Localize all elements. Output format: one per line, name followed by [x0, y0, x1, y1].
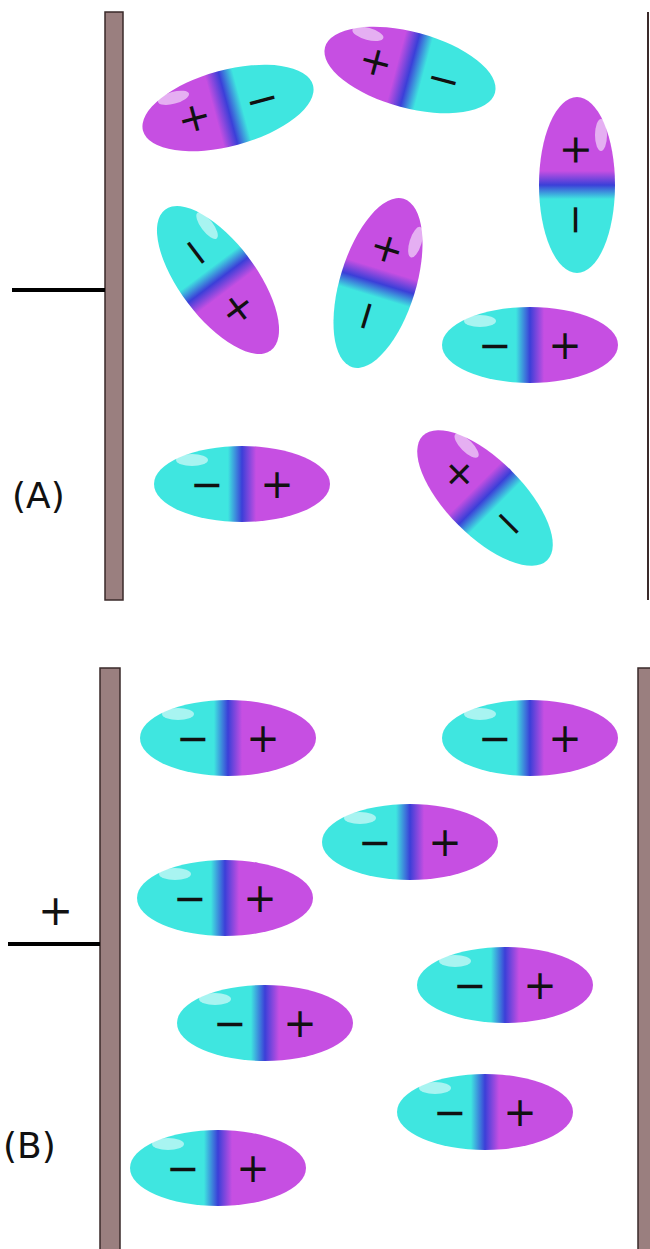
charge-sign: + [510, 945, 570, 1025]
dipole-molecule: −+ [415, 945, 595, 1025]
dipole-shape [152, 444, 332, 524]
dipole-shape [131, 46, 326, 170]
dipole-shape [138, 698, 318, 778]
dipole-shape [440, 698, 620, 778]
dipole-molecule: −+ [395, 1072, 575, 1152]
charge-sign: + [247, 444, 307, 524]
dipole-molecule: +− [313, 185, 442, 381]
dipole-molecule: −+ [138, 698, 318, 778]
dipole-molecule: +− [313, 8, 508, 132]
dipole-shape [415, 945, 595, 1025]
dipole-shape [132, 184, 304, 376]
charge-sign: − [465, 698, 525, 778]
charge-sign: − [160, 858, 220, 938]
dipole-molecule: −+ [132, 184, 304, 376]
charge-sign: + [535, 305, 595, 385]
dipole-shape [313, 185, 442, 381]
charge-sign: − [153, 1128, 213, 1208]
dipole-shape [537, 95, 617, 275]
charge-sign: − [200, 983, 260, 1063]
right-plate-a [647, 12, 649, 600]
dipole-shape [393, 406, 577, 590]
lead-wire-a [12, 288, 105, 292]
dipole-shape [135, 858, 315, 938]
dipole-shape [440, 305, 620, 385]
dipole-shape [313, 8, 508, 132]
charge-sign: − [177, 444, 237, 524]
right-plate-b [638, 668, 650, 1249]
panel-label: (B) [3, 1125, 56, 1166]
charge-sign: − [537, 190, 617, 250]
dipole-molecule: −+ [175, 983, 355, 1063]
polarity-sign: + [38, 886, 73, 935]
dipole-molecule: +− [393, 406, 577, 590]
charge-sign: + [230, 858, 290, 938]
dipole-shape [175, 983, 355, 1063]
charge-sign: − [345, 802, 405, 882]
charge-sign: + [223, 1128, 283, 1208]
charge-sign: + [270, 983, 330, 1063]
dipole-shape [128, 1128, 308, 1208]
left-plate-b [100, 668, 120, 1249]
charge-sign: + [233, 698, 293, 778]
dipole-molecule: −+ [152, 444, 332, 524]
charge-sign: − [440, 945, 500, 1025]
dipole-shape [320, 802, 500, 882]
charge-sign: + [535, 698, 595, 778]
dipole-molecule: +− [537, 95, 617, 275]
dipole-shape [395, 1072, 575, 1152]
dipole-molecule: −+ [135, 858, 315, 938]
dipole-molecule: −+ [128, 1128, 308, 1208]
panel-label: (A) [12, 475, 65, 516]
charge-sign: − [465, 305, 525, 385]
charge-sign: + [415, 802, 475, 882]
dipole-molecule: −+ [320, 802, 500, 882]
left-plate-a [105, 12, 123, 600]
dipole-molecule: −+ [440, 305, 620, 385]
lead-wire-b [8, 942, 100, 946]
charge-sign: − [163, 698, 223, 778]
dipole-molecule: +− [131, 46, 326, 170]
charge-sign: − [420, 1072, 480, 1152]
dipole-molecule: −+ [440, 698, 620, 778]
charge-sign: + [490, 1072, 550, 1152]
charge-sign: + [537, 120, 617, 180]
